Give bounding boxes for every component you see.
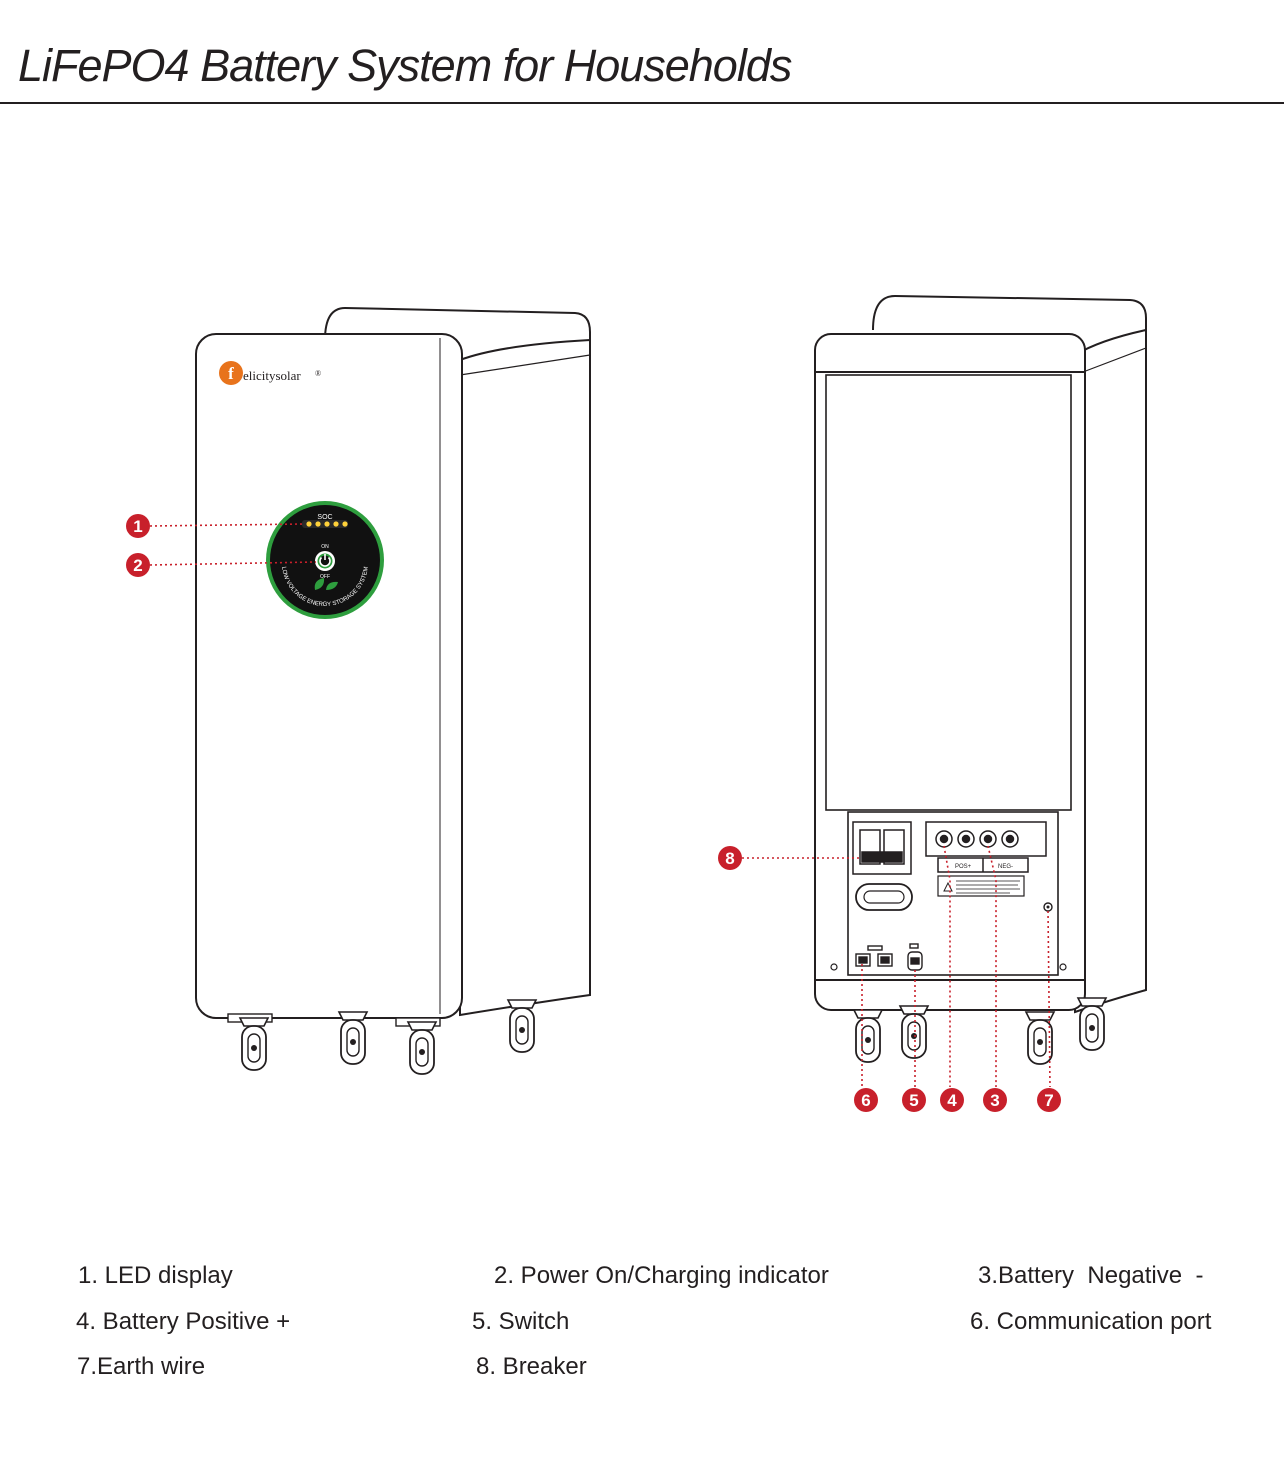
title-rule [0,102,1284,104]
callout-1: 1 [126,514,150,538]
battery-terminals [925,821,1047,873]
warning-label [937,875,1025,897]
brand-logo-letter: f [228,364,234,383]
callout-lines [149,523,1051,1088]
brand-name: elicitysolar [243,368,301,383]
legend-item-4: 4. Battery Positive + [76,1308,291,1335]
leaf-icon [314,578,338,590]
brand-registered: ® [315,369,321,378]
negative-terminal[interactable] [979,830,1019,848]
off-label: OFF [320,574,330,580]
on-label: ON [321,544,329,550]
panel-screws [830,963,1067,971]
svg-text:3: 3 [990,1091,999,1110]
svg-text:8: 8 [725,849,734,868]
callout-4: 4 [940,1088,964,1112]
svg-text:2: 2 [133,556,142,575]
legend-item-5: 5. Switch [472,1308,570,1335]
legend-item-3: 3.Battery Negative - [978,1262,1204,1289]
pos-label: POS+ [955,864,972,870]
svg-text:4: 4 [947,1091,957,1110]
power-button[interactable] [315,551,335,571]
control-panel: SOC ON OFF LOW VOLTAGE ENERGY STORAGE SY… [266,501,384,619]
handle-cutout [855,883,913,911]
svg-text:1: 1 [133,517,142,536]
callout-6: 6 [854,1088,878,1112]
legend-item-8: 8. Breaker [476,1353,587,1380]
legend-item-6: 6. Communication port [970,1308,1212,1335]
legend-item-1: 1. LED display [78,1262,233,1289]
soc-label: SOC [317,514,332,521]
soc-led-display [302,520,348,528]
communication-ports[interactable] [855,945,893,967]
neg-label: NEG- [998,864,1013,870]
earth-screw[interactable] [1043,902,1053,912]
svg-text:7: 7 [1044,1091,1053,1110]
callout-5: 5 [902,1088,926,1112]
brand-logo: f elicitysolar ® [219,361,321,385]
callout-8: 8 [718,846,742,870]
callout-3: 3 [983,1088,1007,1112]
svg-text:6: 6 [861,1091,870,1110]
legend-item-7: 7.Earth wire [77,1353,206,1380]
front-unit [195,306,591,1027]
breaker[interactable] [852,821,912,875]
callout-2: 2 [126,553,150,577]
page-title: LiFePO4 Battery System for Households [18,40,792,91]
legend-item-2: 2. Power On/Charging indicator [494,1262,829,1289]
switch[interactable] [907,943,923,971]
svg-text:5: 5 [909,1091,918,1110]
callout-7: 7 [1037,1088,1061,1112]
